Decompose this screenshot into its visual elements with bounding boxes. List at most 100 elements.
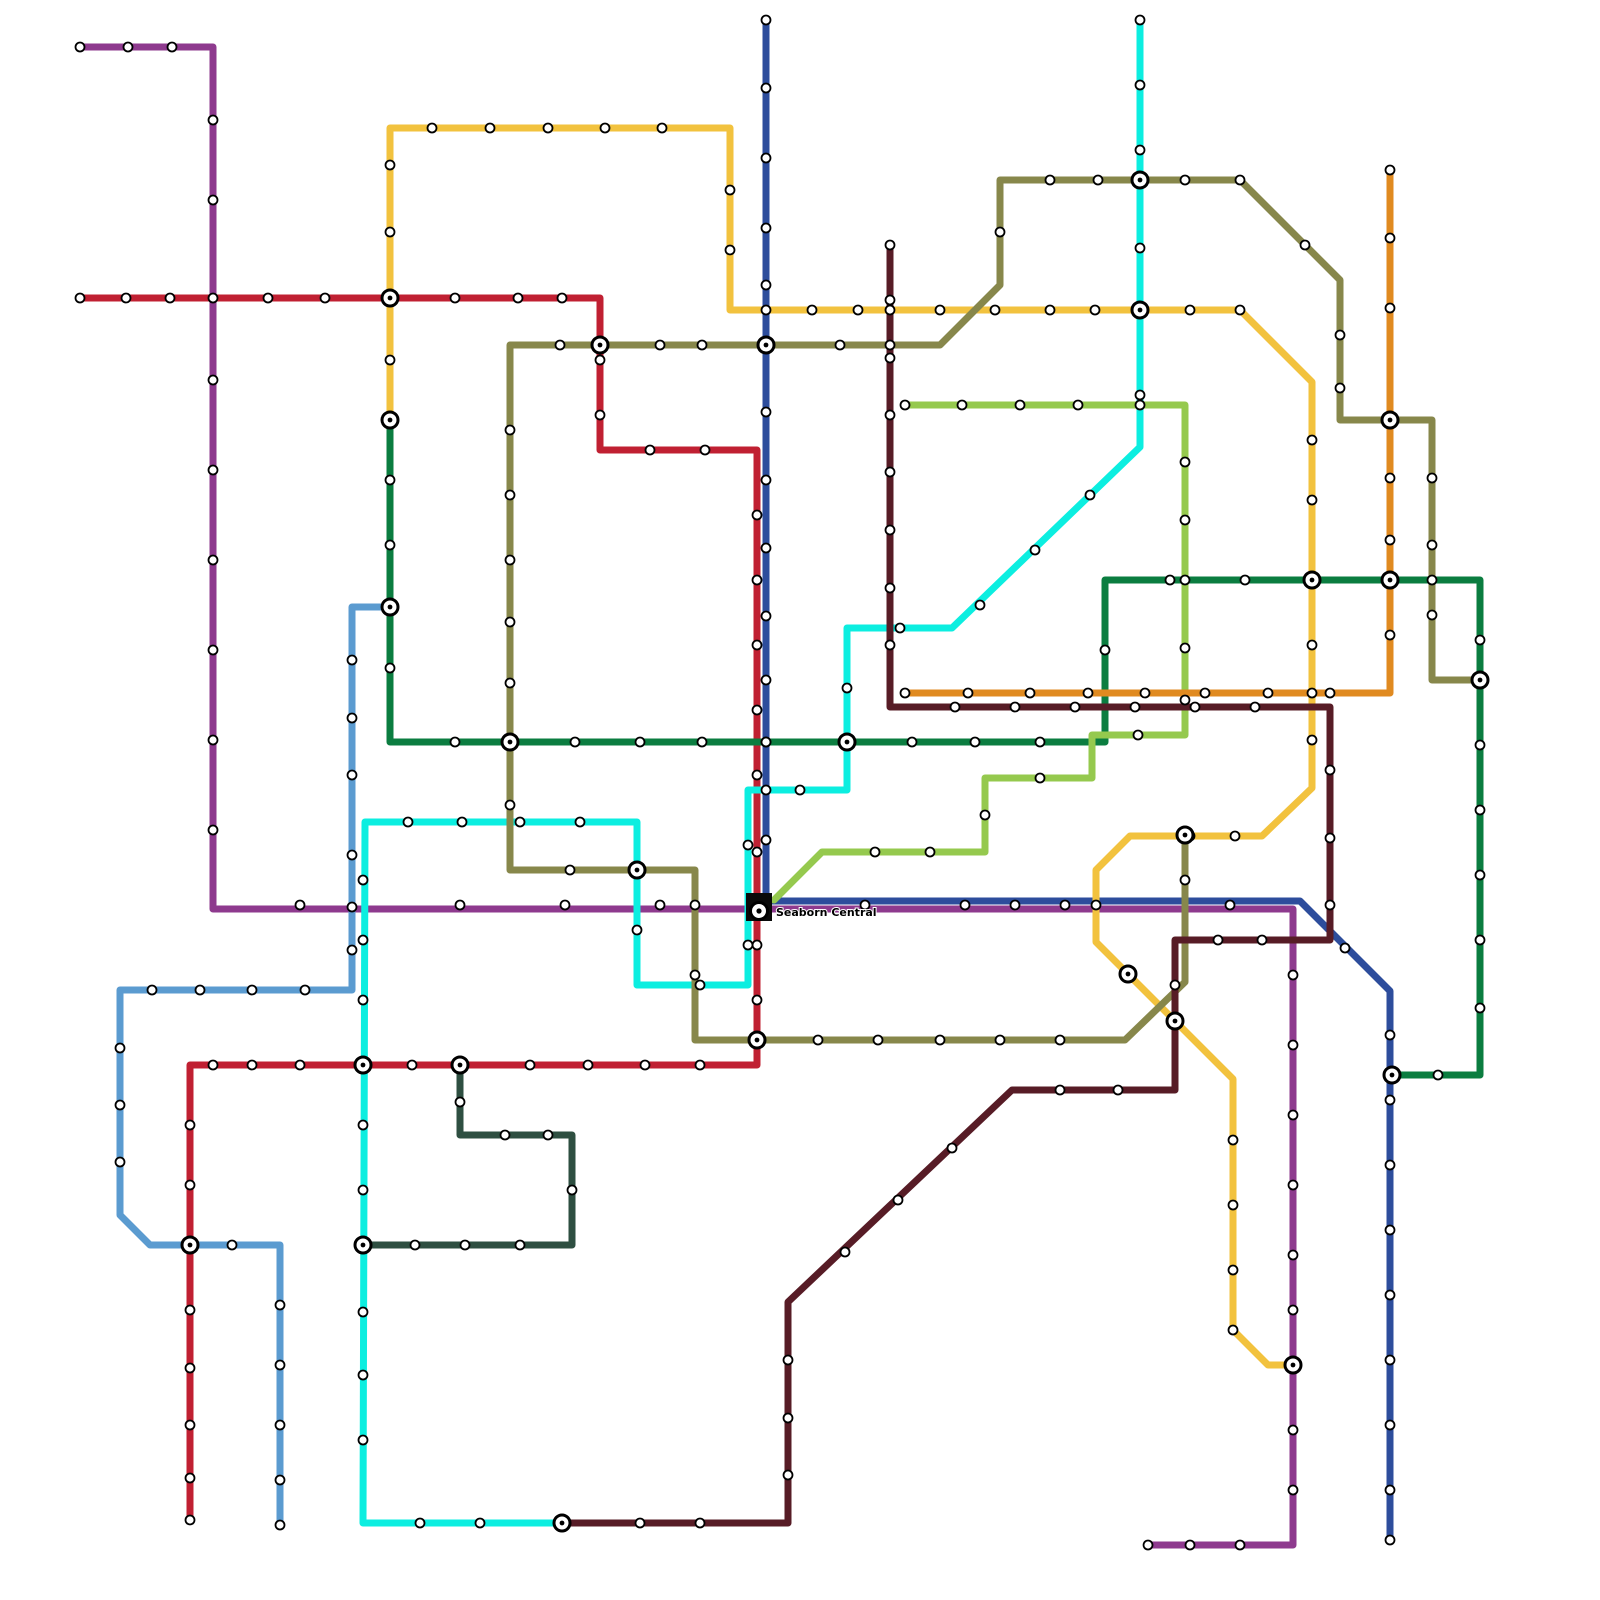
station[interactable] — [184, 1179, 196, 1191]
station[interactable] — [1227, 1324, 1239, 1336]
station[interactable] — [760, 152, 772, 164]
station[interactable] — [969, 736, 981, 748]
station[interactable] — [1426, 574, 1438, 586]
interchange-station[interactable] — [627, 860, 647, 880]
station[interactable] — [246, 984, 258, 996]
station[interactable] — [449, 736, 461, 748]
station[interactable] — [409, 1239, 421, 1251]
station[interactable] — [751, 846, 763, 858]
station[interactable] — [751, 939, 763, 951]
station[interactable] — [962, 687, 974, 699]
station[interactable] — [1384, 1029, 1396, 1041]
station[interactable] — [724, 184, 736, 196]
station[interactable] — [934, 1034, 946, 1046]
station[interactable] — [1044, 304, 1056, 316]
station[interactable] — [207, 824, 219, 836]
station[interactable] — [524, 1059, 536, 1071]
station[interactable] — [384, 226, 396, 238]
station[interactable] — [742, 939, 754, 951]
station[interactable] — [751, 769, 763, 781]
station[interactable] — [459, 1239, 471, 1251]
station[interactable] — [207, 464, 219, 476]
station[interactable] — [724, 244, 736, 256]
station[interactable] — [566, 1184, 578, 1196]
station[interactable] — [760, 784, 772, 796]
station[interactable] — [1142, 1539, 1154, 1551]
interchange-station[interactable] — [837, 732, 857, 752]
interchange-station[interactable] — [450, 1055, 470, 1075]
station[interactable] — [699, 444, 711, 456]
station[interactable] — [504, 677, 516, 689]
station[interactable] — [299, 984, 311, 996]
station[interactable] — [1234, 304, 1246, 316]
station[interactable] — [794, 784, 806, 796]
station[interactable] — [694, 979, 706, 991]
station[interactable] — [194, 984, 206, 996]
station[interactable] — [1090, 899, 1102, 911]
station[interactable] — [1384, 1419, 1396, 1431]
station[interactable] — [594, 409, 606, 421]
interchange-station[interactable] — [180, 1235, 200, 1255]
station[interactable] — [114, 1156, 126, 1168]
station[interactable] — [122, 41, 134, 53]
station[interactable] — [1129, 701, 1141, 713]
station[interactable] — [556, 292, 568, 304]
station[interactable] — [207, 644, 219, 656]
station[interactable] — [402, 816, 414, 828]
station[interactable] — [1384, 1094, 1396, 1106]
station[interactable] — [899, 399, 911, 411]
station[interactable] — [1474, 804, 1486, 816]
station[interactable] — [694, 1517, 706, 1529]
station[interactable] — [1287, 1109, 1299, 1121]
station[interactable] — [1432, 1069, 1444, 1081]
station[interactable] — [639, 1059, 651, 1071]
station[interactable] — [644, 444, 656, 456]
station[interactable] — [782, 1354, 794, 1366]
station[interactable] — [1134, 14, 1146, 26]
interchange-station[interactable] — [1283, 1355, 1303, 1375]
station[interactable] — [559, 899, 571, 911]
station[interactable] — [884, 239, 896, 251]
station[interactable] — [634, 1517, 646, 1529]
station[interactable] — [1384, 1534, 1396, 1546]
station[interactable] — [1324, 899, 1336, 911]
station[interactable] — [974, 599, 986, 611]
station[interactable] — [751, 639, 763, 651]
station[interactable] — [949, 701, 961, 713]
station[interactable] — [207, 292, 219, 304]
station[interactable] — [1339, 942, 1351, 954]
interchange-station[interactable] — [353, 1055, 373, 1075]
station[interactable] — [1384, 1484, 1396, 1496]
station[interactable] — [1306, 494, 1318, 506]
interchange-station[interactable] — [1130, 170, 1150, 190]
station[interactable] — [959, 899, 971, 911]
station[interactable] — [114, 1042, 126, 1054]
station[interactable] — [1134, 79, 1146, 91]
station[interactable] — [504, 616, 516, 628]
station[interactable] — [384, 474, 396, 486]
station[interactable] — [689, 899, 701, 911]
station[interactable] — [1184, 304, 1196, 316]
station[interactable] — [906, 736, 918, 748]
station[interactable] — [274, 1474, 286, 1486]
station[interactable] — [1099, 644, 1111, 656]
station[interactable] — [456, 816, 468, 828]
station[interactable] — [894, 622, 906, 634]
interchange-station[interactable] — [1175, 825, 1195, 845]
station[interactable] — [654, 339, 666, 351]
interchange-station[interactable] — [1118, 964, 1138, 984]
station[interactable] — [74, 292, 86, 304]
station[interactable] — [1089, 304, 1101, 316]
interchange-station[interactable] — [1302, 570, 1322, 590]
interchange-station[interactable] — [380, 597, 400, 617]
station[interactable] — [582, 1059, 594, 1071]
station[interactable] — [872, 1034, 884, 1046]
station[interactable] — [1334, 382, 1346, 394]
station[interactable] — [599, 122, 611, 134]
station[interactable] — [852, 304, 864, 316]
station[interactable] — [782, 1469, 794, 1481]
station[interactable] — [1009, 899, 1021, 911]
station[interactable] — [319, 292, 331, 304]
station[interactable] — [1426, 472, 1438, 484]
station[interactable] — [994, 226, 1006, 238]
